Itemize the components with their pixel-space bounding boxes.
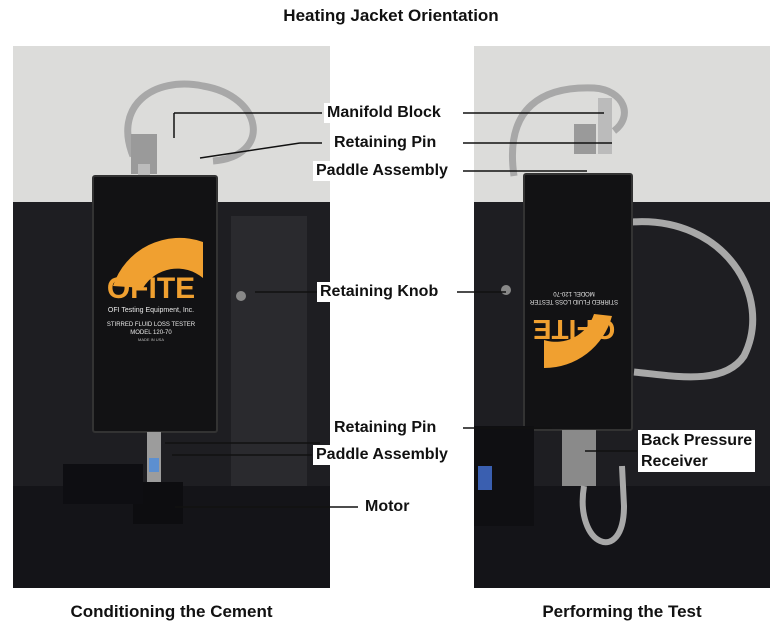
svg-text:STIRRED FLUID LOSS TESTER: STIRRED FLUID LOSS TESTER: [107, 322, 196, 328]
right-photo: OFITE STIRRED FLUID LOSS TESTER MODEL 12…: [474, 46, 770, 588]
label-retaining-knob: Retaining Knob: [317, 282, 442, 302]
label-motor: Motor: [362, 497, 413, 517]
right-photo-illustration: OFITE STIRRED FLUID LOSS TESTER MODEL 12…: [474, 46, 770, 588]
label-manifold-block: Manifold Block: [324, 103, 444, 123]
svg-text:STIRRED FLUID LOSS TESTER: STIRRED FLUID LOSS TESTER: [529, 298, 618, 304]
label-back-pressure-receiver: Back Pressure Receiver: [638, 430, 756, 472]
svg-text:MADE IN USA: MADE IN USA: [138, 337, 164, 342]
label-retaining-pin-top: Retaining Pin: [331, 133, 440, 153]
page-title: Heating Jacket Orientation: [283, 6, 499, 25]
svg-text:OFI Testing Equipment, Inc.: OFI Testing Equipment, Inc.: [108, 307, 194, 314]
label-paddle-assembly-bottom: Paddle Assembly: [313, 445, 451, 465]
label-paddle-assembly-top: Paddle Assembly: [313, 161, 451, 181]
caption-right: Performing the Test: [542, 602, 702, 621]
left-photo: OFITE OFI Testing Equipment, Inc. STIRRE…: [13, 46, 330, 588]
brand-logo-text-inverted: OFITE: [533, 314, 615, 345]
svg-text:MODEL 120-70: MODEL 120-70: [553, 290, 595, 296]
left-photo-illustration: OFITE OFI Testing Equipment, Inc. STIRRE…: [13, 46, 330, 588]
svg-text:MODEL 120-70: MODEL 120-70: [130, 330, 172, 336]
brand-logo-text: OFITE: [107, 272, 195, 305]
caption-left: Conditioning the Cement: [70, 602, 273, 621]
label-retaining-pin-bottom: Retaining Pin: [331, 418, 440, 438]
